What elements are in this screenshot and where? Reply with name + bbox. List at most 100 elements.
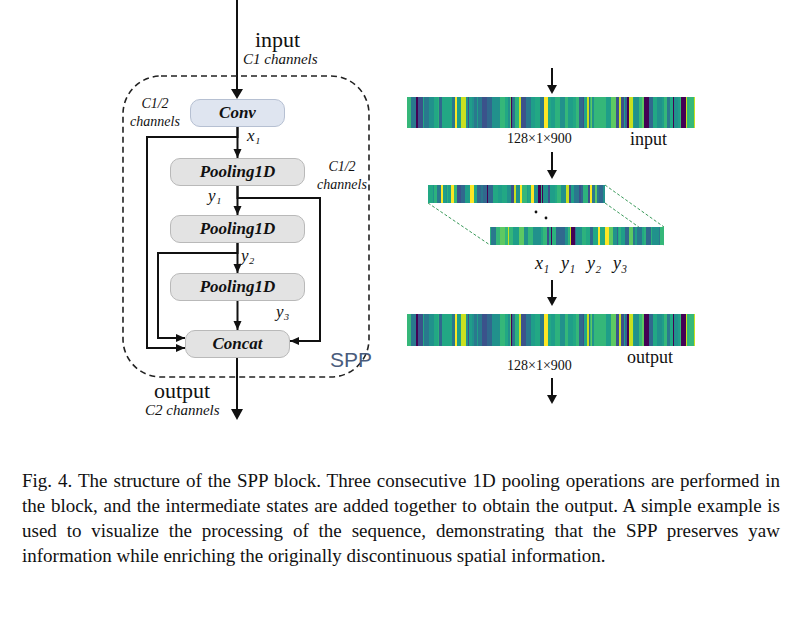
bar-stripe (418, 97, 423, 128)
bar-stripe (407, 314, 411, 346)
bar-stripe (508, 314, 510, 346)
bar-stripe (519, 314, 521, 346)
stack-guide (428, 203, 490, 245)
bar-stripe (583, 97, 584, 128)
bar-stripe (659, 227, 660, 245)
bar-stripe (451, 185, 454, 203)
bar-stripe (535, 314, 540, 346)
bar-stripe (555, 97, 560, 128)
tensor-label: y₂ (587, 254, 601, 274)
bar-stripe (590, 314, 591, 346)
connector (237, 243, 239, 273)
flow-arrowhead (547, 85, 557, 94)
bar-stripe (599, 185, 603, 203)
bar-stripe (555, 185, 557, 203)
bar-stripe (591, 97, 592, 128)
bar-stripe (521, 314, 526, 346)
bar-stripe (597, 314, 600, 346)
bar-stripe (680, 97, 681, 128)
bar-stripe (519, 97, 521, 128)
bar-stripe (468, 314, 469, 346)
bar-stripe (657, 314, 662, 346)
edge-label: y₃ (276, 303, 289, 322)
stack-guide (605, 185, 664, 227)
box-label: Pooling1D (200, 219, 276, 239)
bar-stripe (670, 97, 673, 128)
bar-stripe (487, 185, 488, 203)
bar-stripe (526, 314, 531, 346)
bar-stripe (424, 97, 429, 128)
bar-stripe (556, 227, 558, 245)
bar-stripe (571, 185, 574, 203)
bar-stripe (461, 185, 462, 203)
bar-stripe (497, 314, 498, 346)
bar-stripe (571, 227, 575, 245)
bar-stripe (438, 97, 439, 128)
bar-stripe (469, 314, 472, 346)
bar-stripe (566, 185, 569, 203)
bar-base (407, 97, 695, 128)
bar-stripe (460, 97, 461, 128)
bar-stripe (490, 227, 491, 245)
bar-stripe (429, 97, 434, 128)
bar-stripe (544, 97, 548, 128)
bar-stripe (535, 97, 540, 128)
bar-stripe (627, 314, 629, 346)
bar-stripe (618, 227, 619, 245)
bar-stripe (505, 227, 508, 245)
bar-stripe (598, 227, 600, 245)
bar-stripe (543, 185, 548, 203)
bar-stripe (429, 314, 434, 346)
bar-stripe (603, 185, 605, 203)
bar-stripe (519, 227, 524, 245)
bar-stripe (625, 97, 627, 128)
bar-stripe (505, 314, 508, 346)
bar-stripe (439, 97, 442, 128)
bar-stripe (538, 227, 541, 245)
bar-stripe (515, 314, 519, 346)
bar-stripe (637, 227, 642, 245)
bar-stripe (498, 97, 500, 128)
bar-stripe (565, 97, 568, 128)
flow-arrowhead (547, 297, 557, 306)
bar-stripe (533, 227, 538, 245)
output-line (236, 358, 238, 410)
input-arrowhead (231, 89, 243, 99)
pooling-box: Pooling1D (170, 273, 305, 301)
sequence-bar (407, 97, 695, 128)
bar-stripe (629, 314, 633, 346)
bar-stripe (568, 314, 573, 346)
bar-stripe (653, 314, 657, 346)
bar-stripe (477, 314, 478, 346)
bar-stripe (488, 185, 493, 203)
bar-stripe (547, 227, 549, 245)
bar-stripe (639, 314, 642, 346)
bar-stripe (448, 314, 452, 346)
bar-stripe (646, 227, 651, 245)
bar-stripe (457, 314, 460, 346)
bar-stripe (616, 314, 619, 346)
tensor-label: x₁ (535, 254, 549, 274)
bar-stripe (644, 314, 649, 346)
bar-stripe (584, 314, 587, 346)
bar-stripe (576, 314, 579, 346)
connector (238, 186, 321, 341)
bar-stripe (542, 185, 543, 203)
flow-arrowhead (547, 170, 557, 179)
bar-stripe (477, 185, 481, 203)
bar-stripe (687, 314, 689, 346)
tensor-label: y₁ (561, 254, 575, 274)
channel-label: C1 channels (243, 51, 318, 68)
bar-stripe (611, 314, 616, 346)
bar-stripe (611, 97, 616, 128)
bar-stripe (642, 97, 644, 128)
bar-stripe (505, 97, 508, 128)
bar-stripe (606, 97, 611, 128)
box-label: Concat (212, 334, 262, 354)
bar-stripe (588, 185, 590, 203)
bar-stripe (487, 97, 492, 128)
bar-stripe (569, 227, 570, 245)
bar-stripe (500, 314, 505, 346)
